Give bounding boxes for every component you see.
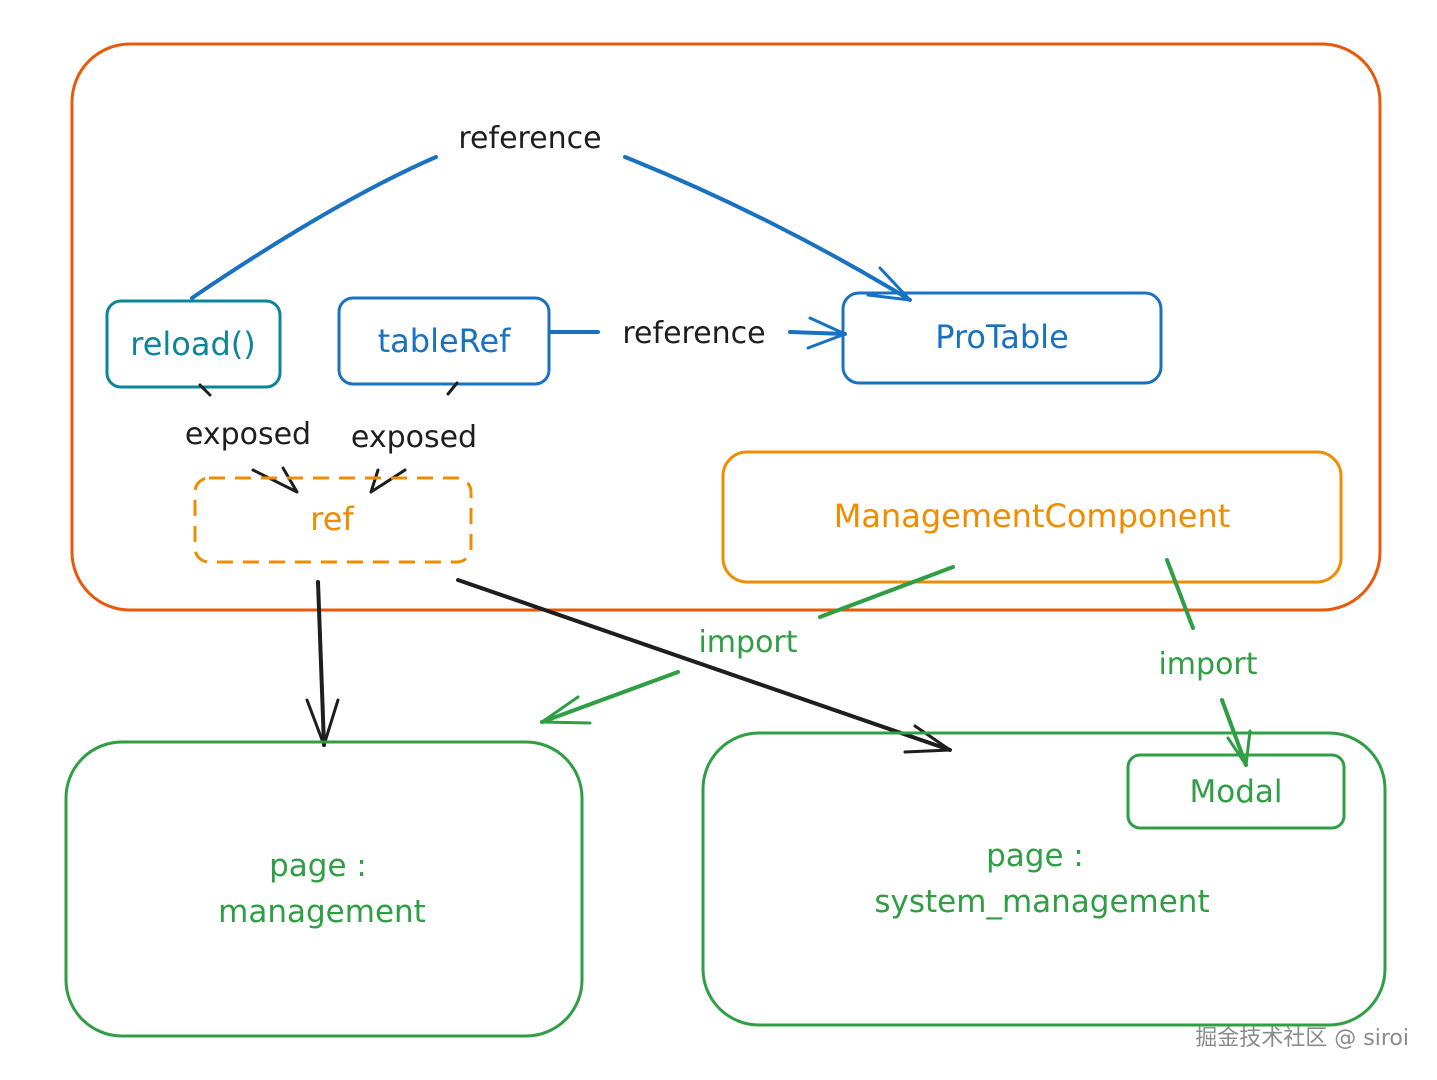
edge-import-right-a	[1165, 558, 1195, 630]
arrowhead-reference-mid	[806, 316, 847, 350]
outer-container	[70, 42, 1382, 612]
node-tableref[interactable]	[337, 296, 551, 386]
edge-exposed-right-top	[446, 381, 459, 396]
node-management-component[interactable]	[721, 450, 1343, 584]
label-reference-top: reference	[458, 121, 601, 156]
label-reference-mid: reference	[622, 316, 765, 351]
arrowhead-exposed-right	[369, 468, 407, 494]
node-modal[interactable]	[1126, 753, 1346, 830]
label-page-system-line1: page :	[986, 838, 1084, 874]
arrowhead-exposed-left	[251, 466, 299, 494]
label-import-right: import	[1158, 647, 1257, 682]
label-tableref: tableRef	[378, 322, 512, 360]
arrowhead-reference-top	[866, 266, 912, 302]
edge-ref-to-management	[316, 580, 326, 747]
label-import-left: import	[698, 625, 797, 660]
node-protable[interactable]	[841, 291, 1163, 385]
label-reload: reload()	[130, 325, 256, 363]
edge-import-left-a	[818, 565, 955, 619]
label-protable: ProTable	[935, 318, 1069, 356]
label-modal: Modal	[1190, 774, 1283, 810]
node-ref[interactable]	[193, 476, 473, 564]
node-page-system-management[interactable]	[701, 731, 1387, 1027]
label-page-management-line2: management	[218, 894, 426, 930]
edge-import-left-b	[540, 670, 680, 724]
edge-reference-top-left	[190, 155, 438, 300]
node-page-management[interactable]	[64, 740, 584, 1038]
label-exposed-right: exposed	[351, 420, 477, 455]
edge-reference-top-right	[623, 155, 912, 302]
label-management-component: ManagementComponent	[834, 497, 1231, 535]
label-page-management-line1: page :	[269, 848, 367, 884]
label-ref: ref	[310, 500, 354, 538]
edge-ref-to-system	[456, 578, 952, 752]
label-page-system-line2: system_management	[874, 884, 1209, 920]
arrowhead-ref-to-management	[305, 698, 340, 747]
arrowhead-import-right	[1226, 729, 1252, 767]
label-exposed-left: exposed	[185, 417, 311, 452]
edge-reference-mid-right	[788, 330, 847, 336]
node-reload[interactable]	[105, 299, 282, 389]
edge-exposed-left-top	[198, 383, 212, 397]
watermark: 掘金技术社区 @ siroi	[1195, 1026, 1409, 1051]
arrowhead-import-left	[540, 695, 592, 725]
